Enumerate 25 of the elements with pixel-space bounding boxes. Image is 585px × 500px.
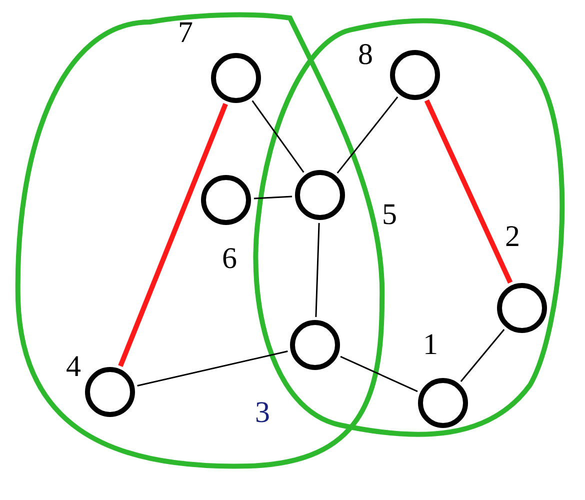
edge-line [424, 99, 513, 284]
node-circle [390, 50, 440, 100]
node-number: 8 [358, 40, 373, 70]
edge-line [137, 350, 288, 386]
node-circle [290, 320, 340, 370]
node-number: 1 [423, 330, 438, 360]
node-circle [201, 175, 251, 225]
node-number: 4 [66, 352, 81, 382]
edge-line [336, 96, 398, 174]
node-circle [497, 283, 547, 333]
node-number: 3 [255, 398, 270, 428]
edge-line [118, 103, 228, 367]
node-number: 2 [505, 222, 520, 252]
node-number: 7 [178, 18, 193, 48]
node-circle [211, 53, 261, 103]
node-number: 5 [382, 200, 397, 230]
edge-line [340, 356, 418, 392]
node-circle [85, 367, 135, 417]
edge-line [254, 196, 292, 200]
edge-line [315, 222, 320, 318]
edge-line [252, 100, 304, 173]
edge-line [460, 329, 505, 382]
node-number: 6 [222, 244, 237, 274]
node-circle [295, 170, 345, 220]
node-circle [418, 378, 468, 428]
